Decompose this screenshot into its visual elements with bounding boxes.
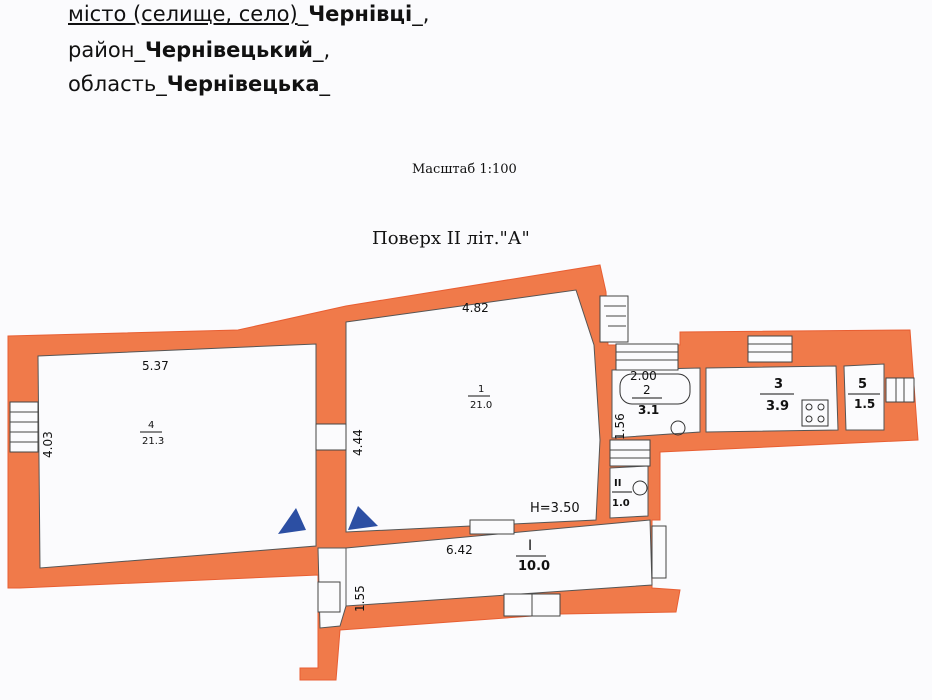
region-label: область: [68, 72, 157, 96]
room-2-number: 2: [643, 383, 651, 397]
room-II-area: 1.0: [612, 498, 630, 509]
floor-plan: 5.37 4.03 4 21.3 4.82 4.44 1 21.0 H=3.50…: [7, 264, 919, 681]
window-right: [885, 377, 915, 403]
room-I-height: 1.55: [353, 585, 367, 612]
room-4-height: 4.03: [41, 431, 55, 458]
stove-burners: [805, 403, 825, 423]
room-1-floor: [345, 289, 601, 533]
room-1-number: 1: [478, 384, 484, 395]
room-I-area: 10.0: [518, 559, 550, 574]
window-top-3: [747, 335, 793, 363]
room-4-floor: [37, 343, 317, 569]
district-line: район_Чернівецький_,: [68, 38, 331, 62]
room-II-number: II: [614, 478, 621, 489]
room-1-height: 4.44: [351, 429, 365, 456]
region-line: область_Чернівецька_: [68, 72, 331, 96]
room-1-ceiling: H=3.50: [530, 501, 580, 516]
room-5-area: 1.5: [854, 397, 875, 411]
district-label: район: [68, 38, 135, 62]
sink-icon: [670, 420, 686, 436]
city-line: місто (селище, село)_Чернівці_,: [68, 2, 430, 26]
room-4-number: 4: [148, 420, 154, 431]
door-stairs: [609, 439, 651, 467]
window-top: [599, 295, 629, 343]
door-r1-rI: [469, 519, 515, 535]
stove-icon: [801, 399, 829, 427]
room-3-floor: [705, 365, 839, 433]
window-corridor: [317, 581, 341, 613]
bathtub-icon: [619, 373, 691, 405]
district-value: Чернівецький: [144, 38, 313, 62]
region-value: Чернівецька: [166, 72, 320, 96]
room-1-width: 4.82: [462, 301, 489, 315]
door-marker-right: [348, 506, 378, 530]
room-2-area: 3.1: [638, 403, 659, 417]
room-3-number: 3: [774, 377, 783, 392]
window-left: [9, 401, 39, 453]
room-4-width: 5.37: [142, 359, 169, 373]
room-5-number: 5: [858, 377, 867, 392]
door-marker-left: [278, 508, 306, 534]
scale-label: Масштаб 1:100: [412, 162, 517, 177]
room-3-area: 3.9: [766, 399, 789, 414]
city-value: Чернівці: [308, 2, 413, 26]
floor-title: Поверх II літ."А": [372, 228, 530, 249]
room-2-width: 2.00: [630, 369, 657, 383]
room-2-height: 1.56: [613, 413, 627, 440]
window-hatching: [10, 305, 905, 616]
window-top-2: [615, 343, 679, 371]
city-label: місто (селище, село): [68, 2, 298, 26]
room-5-floor: [843, 363, 885, 431]
door-r4-r1: [315, 423, 347, 451]
room-I-width: 6.42: [446, 543, 473, 557]
room-1-area: 21.0: [470, 400, 492, 411]
toilet-icon: [632, 480, 648, 496]
room-4-area: 21.3: [142, 436, 164, 447]
door-right: [651, 525, 667, 579]
room-I-number: I: [528, 538, 532, 554]
